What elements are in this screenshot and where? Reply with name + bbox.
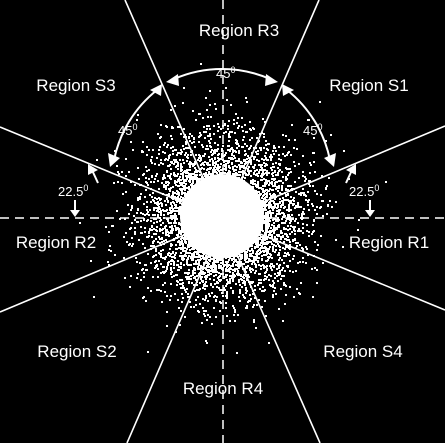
region-s4-label: Region S4 bbox=[323, 342, 402, 361]
region-r4-label: Region R4 bbox=[183, 379, 263, 398]
arrowhead-left-bottom bbox=[70, 210, 80, 217]
angle-upper-left-label: 450 bbox=[118, 122, 137, 138]
boundary-line-2 bbox=[126, 0, 320, 443]
arrow-heads bbox=[108, 74, 336, 167]
arrowhead-ul-start bbox=[150, 84, 162, 96]
region-s1-label: Region S1 bbox=[329, 76, 408, 95]
angle-left-label: 22.50 bbox=[58, 183, 88, 199]
region-r2-label: Region R2 bbox=[16, 233, 96, 252]
region-s3-label: Region S3 bbox=[36, 76, 115, 95]
arrowhead-right-top bbox=[346, 164, 356, 175]
scatter-cloud bbox=[79, 63, 387, 354]
arrowhead-left-top bbox=[88, 164, 98, 175]
arrowhead-ur-end bbox=[324, 153, 336, 167]
region-r1-label: Region R1 bbox=[349, 233, 429, 252]
region-s2-label: Region S2 bbox=[37, 342, 116, 361]
arc-upper-left bbox=[113, 89, 158, 161]
angle-arcs bbox=[113, 68, 331, 161]
arrowhead-right-bottom bbox=[365, 210, 375, 217]
angle-top-label: 450 bbox=[216, 65, 235, 81]
small-angle-markers bbox=[70, 164, 375, 217]
arc-top bbox=[173, 68, 271, 80]
boundary-line-4 bbox=[0, 125, 445, 313]
arrowhead-top-left bbox=[166, 74, 179, 86]
angle-upper-right-label: 450 bbox=[303, 122, 322, 138]
angle-right-label: 22.50 bbox=[349, 183, 379, 199]
region-r3-label: Region R3 bbox=[199, 21, 279, 40]
arrowhead-ul-end bbox=[108, 153, 120, 167]
arrowhead-top-right bbox=[265, 74, 278, 86]
arc-upper-right bbox=[286, 89, 331, 161]
arrowhead-ur-start bbox=[282, 84, 294, 96]
